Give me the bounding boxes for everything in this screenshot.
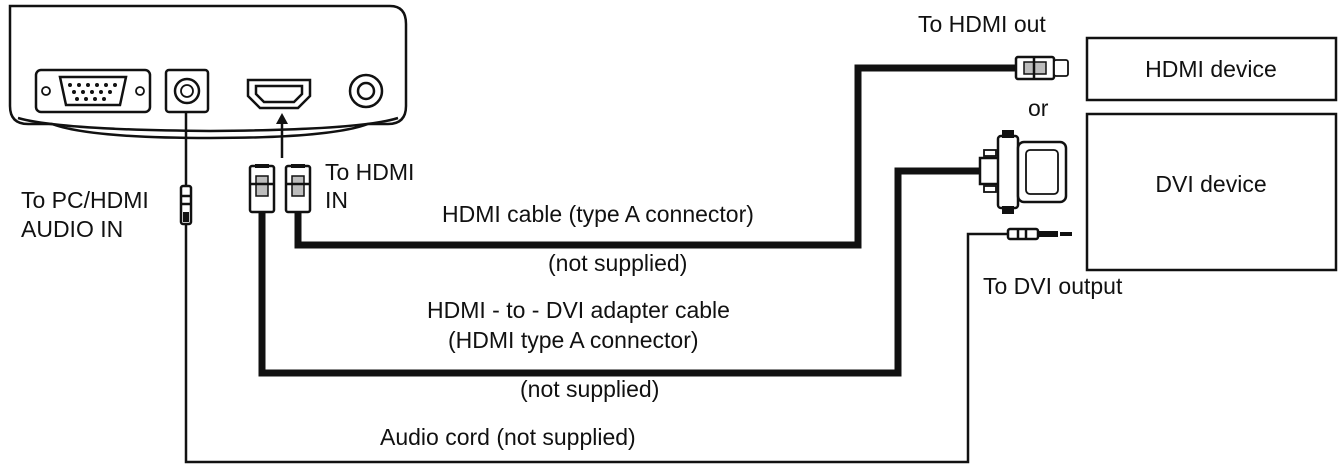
adapter-cable-label-line1: HDMI - to - DVI adapter cable: [427, 297, 730, 323]
hdmi-cable-label: HDMI cable (type A connector): [442, 201, 754, 227]
monitor-panel: [8, 4, 408, 140]
audio-cord-line: [184, 112, 1010, 464]
monitor-panel-inner-edge: [17, 116, 399, 133]
dvi-plug-icon: [978, 130, 1068, 214]
dvi-device-label: DVI device: [1155, 171, 1266, 197]
to-pc-audio-label-line2: AUDIO IN: [21, 216, 123, 242]
hdmi-in-arrow: [276, 113, 288, 158]
hdmi-plug-icon: [284, 164, 312, 214]
dvi-audio-plug-icon: [1006, 227, 1072, 241]
to-hdmi-in-label-line1: To HDMI: [325, 159, 414, 185]
audio-in-jack-icon: [164, 68, 210, 114]
adapter-cable-label-line2: (HDMI type A connector): [448, 327, 699, 353]
hdmi-cable-line: [294, 64, 1018, 249]
hdmi-cable-not-supplied-label: (not supplied): [548, 250, 687, 276]
hdmi-in-port-icon: [246, 78, 312, 110]
or-label: or: [1028, 95, 1049, 121]
vga-port-icon: [34, 68, 152, 114]
adapter-cable-line: [258, 167, 982, 377]
adapter-hdmi-plug-icon: [248, 164, 276, 214]
to-pc-audio-label-line1: To PC/HDMI: [21, 187, 149, 213]
round-port-icon: [348, 73, 384, 109]
adapter-not-supplied-label: (not supplied): [520, 376, 659, 402]
audio-cord-label: Audio cord (not supplied): [380, 424, 636, 450]
audio-plug-icon: [179, 184, 193, 226]
hdmi-out-plug-icon: [1014, 55, 1069, 81]
to-dvi-output-label: To DVI output: [983, 273, 1123, 299]
hdmi-device-box: [1085, 36, 1338, 102]
hdmi-device-label: HDMI device: [1145, 56, 1277, 82]
to-hdmi-in-label-line2: IN: [325, 187, 348, 213]
to-hdmi-out-label: To HDMI out: [918, 11, 1046, 37]
dvi-device-box: [1085, 112, 1338, 272]
